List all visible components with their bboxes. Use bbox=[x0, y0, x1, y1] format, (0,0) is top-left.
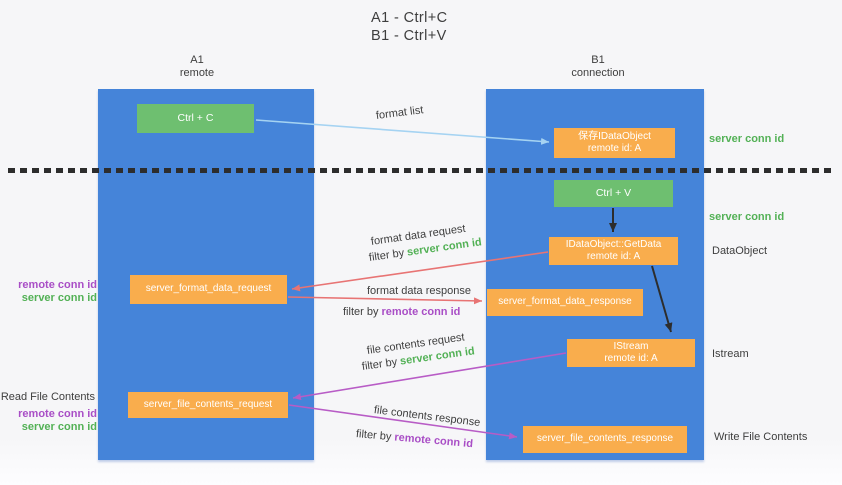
filter-prefix: filter by bbox=[343, 306, 382, 318]
format-response-arrow bbox=[287, 296, 483, 305]
filter-prefix: filter by bbox=[361, 355, 401, 373]
b1-id: B1 bbox=[591, 54, 605, 66]
save-idataobject-line1: 保存IDataObject bbox=[578, 130, 651, 142]
server-format-data-request-label: server_format_data_request bbox=[145, 283, 272, 295]
diagram-title-line2: B1 - Ctrl+V bbox=[371, 28, 447, 44]
ctrl-c-label: Ctrl + C bbox=[177, 112, 214, 125]
dataobject-label: DataObject bbox=[712, 245, 768, 257]
server-conn-id-label: server conn id bbox=[21, 292, 97, 304]
server-format-data-request-box: server_format_data_request bbox=[130, 275, 287, 304]
server-format-data-response-label: server_format_data_response bbox=[498, 296, 632, 308]
ctrl-c-box: Ctrl + C bbox=[137, 104, 254, 133]
format-data-response-label: format data response bbox=[367, 285, 471, 297]
ctrl-v-label: Ctrl + V bbox=[595, 187, 632, 200]
format-request-left-ids: remote conn id server conn id bbox=[5, 279, 97, 305]
read-file-contents-label: Read File Contents bbox=[0, 391, 95, 403]
getdata-line1: IDataObject::GetData bbox=[565, 238, 662, 250]
server-file-contents-request-box: server_file_contents_request bbox=[128, 392, 288, 418]
format-list-label: format list bbox=[375, 104, 425, 122]
column-header-a1: A1 remote bbox=[137, 54, 257, 80]
server-format-data-response-box: server_format_data_response bbox=[487, 289, 643, 316]
filter-prefix: filter by bbox=[355, 428, 395, 444]
filter-prefix: filter by bbox=[368, 246, 408, 264]
istream-box: IStream remote id: A bbox=[567, 339, 695, 367]
a1-role: remote bbox=[179, 67, 215, 79]
file-contents-response-filter-label: filter by remote conn id bbox=[355, 428, 473, 450]
format-data-response-filter-label: filter by remote conn id bbox=[343, 306, 460, 318]
a1-id: A1 bbox=[190, 54, 204, 66]
file-contents-response-label: file contents response bbox=[373, 404, 481, 429]
server-file-contents-response-box: server_file_contents_response bbox=[523, 426, 687, 453]
getdata-box: IDataObject::GetData remote id: A bbox=[549, 237, 678, 265]
b1-role: connection bbox=[571, 67, 625, 79]
ctrlv-server-conn-id-label: server conn id bbox=[709, 211, 785, 223]
save-idataobject-box: 保存IDataObject remote id: A bbox=[554, 128, 675, 158]
column-header-b1: B1 connection bbox=[538, 54, 658, 80]
boundary-dashed-line bbox=[8, 168, 836, 173]
istream-line2: remote id: A bbox=[604, 353, 658, 364]
diagram-title-line1: A1 - Ctrl+C bbox=[371, 10, 448, 26]
remote-conn-id-label: remote conn id bbox=[18, 279, 97, 291]
getdata-line2: remote id: A bbox=[586, 251, 641, 262]
save-idataobject-line2: remote id: A bbox=[587, 143, 642, 154]
istream-line1: IStream bbox=[613, 340, 649, 352]
server-file-contents-response-label: server_file_contents_response bbox=[536, 433, 674, 445]
remote-conn-id-key: remote conn id bbox=[381, 306, 461, 318]
diagram-title: A1 - Ctrl+C B1 - Ctrl+V bbox=[371, 9, 448, 45]
file-request-left-ids: remote conn id server conn id bbox=[5, 408, 97, 434]
server-conn-id-label: server conn id bbox=[21, 421, 97, 433]
istream-right-label: Istream bbox=[712, 348, 749, 360]
server-file-contents-request-label: server_file_contents_request bbox=[143, 398, 273, 410]
save-server-conn-id-label: server conn id bbox=[709, 133, 785, 145]
ctrl-v-box: Ctrl + V bbox=[554, 180, 673, 207]
write-file-contents-label: Write File Contents bbox=[714, 431, 808, 443]
remote-conn-id-label: remote conn id bbox=[18, 408, 97, 420]
remote-conn-id-key: remote conn id bbox=[393, 431, 474, 451]
